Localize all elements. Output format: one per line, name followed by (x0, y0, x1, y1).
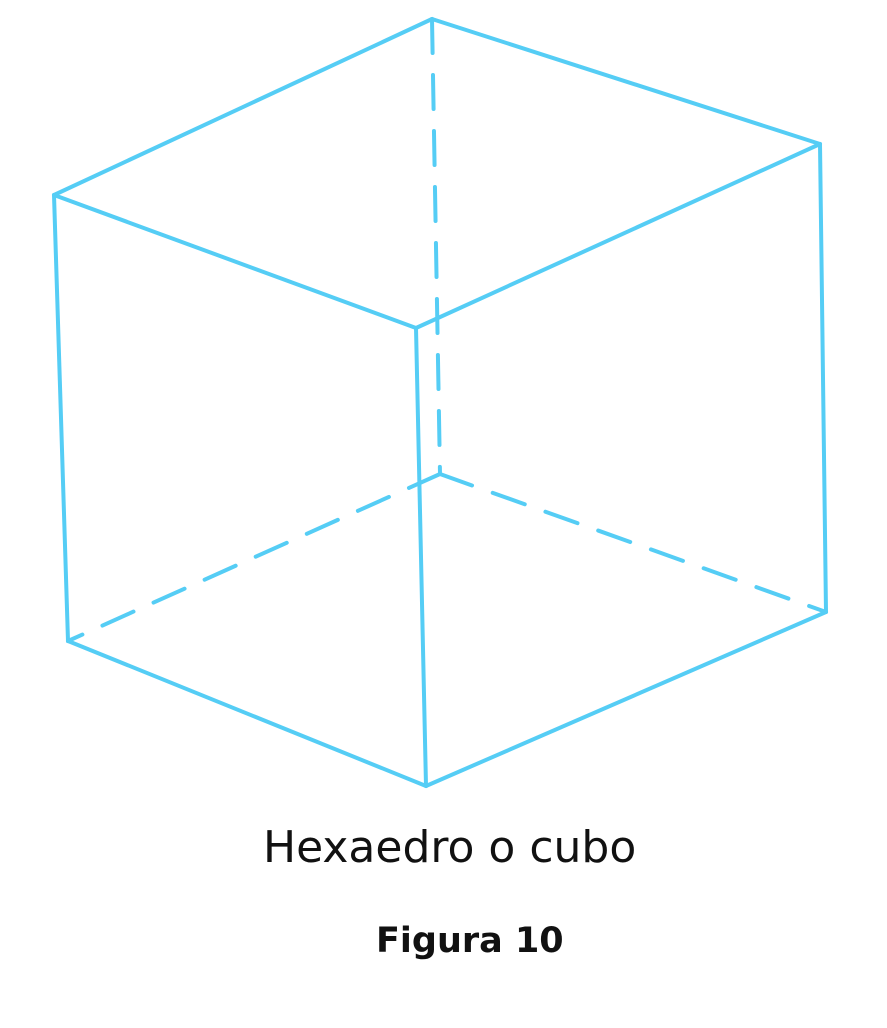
edge-bottom-front-left (66, 639, 428, 788)
edge-top-front-left (52, 193, 418, 330)
figure-number-label: Figura 10 (376, 921, 564, 961)
hidden-edge-vertical-back (430, 17, 442, 476)
hidden-edge-bottom-back-left (66, 472, 442, 643)
hidden-edge-bottom-back-right (438, 472, 828, 614)
edge-top-front-right (414, 142, 822, 330)
edge-top-back-right (430, 17, 822, 146)
figure-caption: Hexaedro o cubo (263, 822, 637, 873)
edge-bottom-front-right (424, 610, 828, 788)
edge-vertical-right (818, 142, 828, 614)
cube-diagram (52, 17, 828, 788)
edge-top-back-left (52, 17, 434, 197)
edge-vertical-front (414, 326, 428, 788)
edge-vertical-left (52, 193, 70, 643)
